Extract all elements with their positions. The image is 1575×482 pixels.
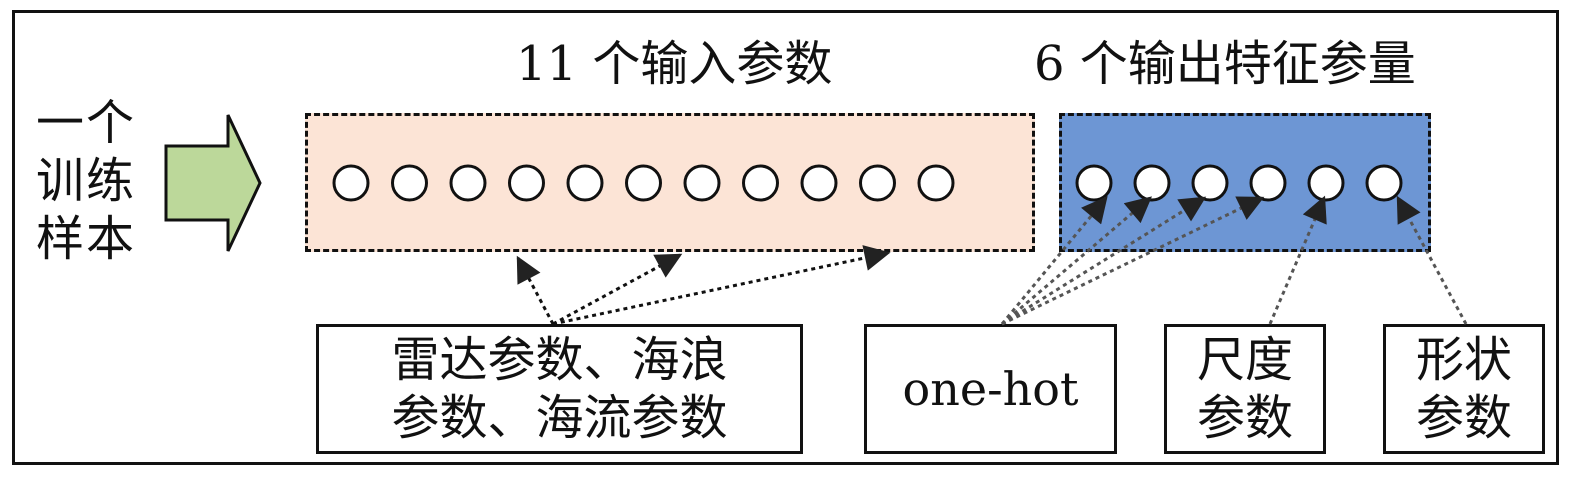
one-hot-box: one-hot [864, 324, 1117, 454]
scale-box-line-2: 参数 [1196, 390, 1293, 446]
shape-box-line-2: 参数 [1415, 390, 1512, 446]
training-sample-label: 一个 训练 样本 [36, 94, 156, 268]
sample-label-line-1: 一个 [36, 95, 137, 151]
shape-params-box: 形状 参数 [1383, 324, 1545, 454]
sample-label-line-2: 训练 [36, 153, 137, 209]
input-layer-panel [305, 113, 1035, 252]
scale-params-box: 尺度 参数 [1164, 324, 1326, 454]
outer-frame [12, 10, 1559, 465]
sample-label-line-3: 样本 [36, 211, 137, 267]
one-hot-label: one-hot [902, 362, 1079, 416]
output-layer-panel [1059, 113, 1431, 252]
env-box-line-2: 参数、海流参数 [391, 390, 728, 446]
input-params-heading: 11 个输入参数 [516, 36, 833, 92]
output-params-heading: 6 个输出特征参量 [1034, 36, 1416, 92]
env-box-line-1: 雷达参数、海浪 [391, 332, 728, 388]
shape-box-line-1: 形状 [1415, 332, 1512, 388]
radar-wave-current-params-box: 雷达参数、海浪 参数、海流参数 [316, 324, 803, 454]
scale-box-line-1: 尺度 [1196, 332, 1293, 388]
